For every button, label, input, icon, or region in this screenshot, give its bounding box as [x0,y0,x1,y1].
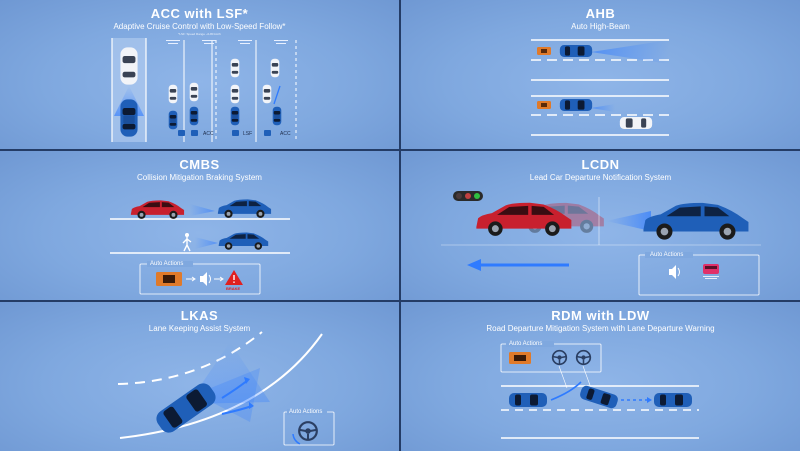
speaker-icon [200,272,211,286]
arrow-icon [467,259,569,271]
pedestrian-icon [182,233,192,252]
ahb-diagram [531,39,669,136]
steering-wheel-icon-1 [551,349,568,366]
traffic-light-icon [453,191,483,201]
rdm-diagram [500,341,699,439]
acc-step2-lead-car [189,82,199,102]
lcdn-host-car [643,202,749,240]
cmbs-brake-label: BRAKE [226,286,241,291]
cmbs-auto-actions-label: Auto Actions [150,261,184,267]
lcdn-subtitle: Lead Car Departure Notification System [529,173,672,182]
lkas-lane-solid [119,333,323,439]
lkas-host-car [156,383,216,433]
acc-diagram [111,38,297,142]
acc-step1-host-car [168,110,178,130]
acc-step4-car-b [262,84,272,104]
lead-car-alert-icon [703,264,719,279]
acc-step4-host-car [272,106,282,126]
cmbs-diagram [110,199,290,295]
rdm-host-car-start [509,393,547,407]
lkas-auto-actions-label: Auto Actions [289,409,323,415]
ahb-title: AHB [585,6,616,21]
ahb-host-car-low [559,99,593,111]
cmbs-host-car-2 [218,232,269,250]
acc-mode-label-1: ACC [203,131,214,137]
ahb-panel: AHB Auto High-Beam [401,0,800,149]
lkas-lane-dashed [117,331,263,385]
ahb-host-car-high [559,45,593,57]
acc-subtitle: Adaptive Cruise Control with Low-Speed F… [113,22,286,31]
lkas-title: LKAS [180,308,219,323]
lcdn-panel: LCDN Lead Car Departure Notification Sys… [401,151,800,300]
acc-step3-lead-car-a [230,58,240,78]
speaker-icon [669,265,680,279]
rdm-title: RDM with LDW [551,308,650,323]
acc-title: ACC with LSF* [150,6,249,21]
lkas-diagram [117,331,335,446]
lcdn-auto-actions-box [638,254,760,296]
acc-host-car [120,99,138,137]
lkas-subtitle: Lane Keeping Assist System [148,324,251,333]
rdm-auto-actions-label: Auto Actions [509,341,543,347]
lcdn-title: LCDN [581,157,620,172]
acc-panel: ACC with LSF* Adaptive Cruise Control wi… [0,0,399,149]
cmbs-title: CMBS [179,157,220,172]
rdm-subtitle: Road Departure Mitigation System with La… [486,324,715,333]
lcdn-diagram [441,191,761,296]
acc-step2-host-car [189,106,199,126]
ahb-lower-road [531,95,669,136]
acc-step3-host-car [230,106,240,126]
steering-wheel-icon [298,421,318,441]
lkas-panel: LKAS Lane Keeping Assist System Auto Act… [0,302,399,451]
acc-mode-label-3: ACC [280,131,291,137]
cmbs-host-car-1 [217,199,272,218]
acc-note: *LSF: Speed Range ~0-80 km/h [178,32,221,36]
steering-wheel-icon-2 [575,349,592,366]
ahb-oncoming-car [619,117,653,129]
acc-step2-indicator-icon [191,130,198,136]
acc-step1-indicator-icon [178,130,185,136]
lcdn-auto-actions-label: Auto Actions [650,252,684,258]
acc-step4-lead-car [270,58,280,78]
cmbs-subtitle: Collision Mitigation Braking System [137,173,262,182]
ahb-subtitle: Auto High-Beam [571,22,630,31]
cmbs-panel: CMBS Collision Mitigation Braking System [0,151,399,300]
acc-lead-car [120,47,138,85]
acc-step3-indicator-icon [232,130,239,136]
rdm-panel: RDM with LDW Road Departure Mitigation S… [401,302,800,451]
rdm-host-car-mid [580,385,618,409]
acc-mode-label-2: LSF [243,131,253,137]
cmbs-lead-car [130,200,185,219]
acc-step4-indicator-icon [264,130,271,136]
acc-step1-lead-car [168,84,178,104]
ahb-upper-road [531,39,669,81]
rdm-host-car-end [654,393,692,407]
acc-step-lanes [183,40,297,142]
acc-step3-lead-car-b [230,84,240,104]
warning-triangle-icon [225,270,243,285]
cmbs-auto-actions-box [139,263,261,295]
